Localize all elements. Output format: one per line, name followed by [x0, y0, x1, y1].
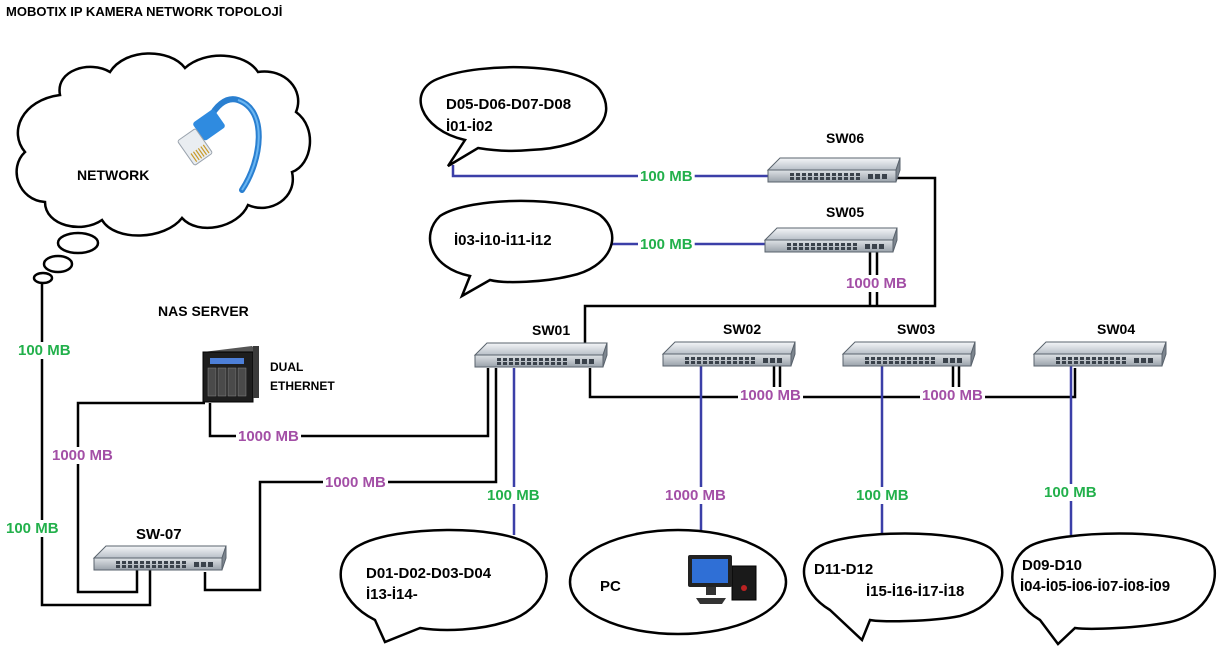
label-network-link: 100 MB: [18, 342, 71, 359]
bubble-sw04-line2: İ04-İ05-İ06-İ07-İ08-İ09: [1020, 578, 1170, 595]
label-sw06-link: 100 MB: [640, 168, 693, 185]
switch-sw07-label: SW-07: [136, 526, 182, 543]
bubble-pc: [568, 528, 788, 636]
label-backing: [16, 342, 73, 359]
bubble-sw06: [419, 65, 608, 168]
bubble-sw05: [428, 199, 614, 299]
switch-sw04: SW04: [1033, 321, 1167, 367]
link-nas-sw07: [76, 401, 205, 594]
link-sw01-sw06: [583, 176, 937, 343]
switch-sw01: SW01: [474, 322, 608, 368]
label-sw05-link: 100 MB: [640, 236, 693, 253]
switch-sw05-label: SW05: [826, 204, 864, 220]
label-sw02-down-link: 1000 MB: [665, 487, 726, 504]
link-sw06-cameras: [451, 165, 770, 178]
bubble-sw01-line2: İ13-İ14-: [366, 586, 418, 603]
switch-sw03-label: SW03: [897, 321, 935, 337]
link-sw07-sw01: [203, 368, 498, 592]
label-backing: [638, 236, 695, 253]
link-network-sw07: [40, 280, 152, 607]
label-sw07-network-link: 100 MB: [6, 520, 59, 537]
switch-sw06-label: SW06: [826, 130, 864, 146]
nas-server-icon: [202, 346, 259, 403]
bubble-sw03-line1: D11-D12: [814, 561, 873, 578]
label-sw02-sw03-link: 1000 MB: [740, 387, 801, 404]
label-nas-sw01-link: 1000 MB: [238, 428, 299, 445]
speech-bubbles: [339, 65, 1216, 646]
network-cloud: NETWORK: [15, 52, 312, 285]
bubble-sw04-line1: D09-D10: [1022, 557, 1082, 574]
label-nas-sw07-link: 1000 MB: [52, 447, 113, 464]
label-backing: [485, 487, 542, 504]
bubble-sw04: [1011, 532, 1216, 646]
label-backing: [638, 168, 695, 185]
label-backing: [854, 487, 911, 504]
nas-label: NAS SERVER: [158, 303, 249, 319]
label-backing: [236, 428, 302, 445]
dual-ethernet-line2: ETHERNET: [270, 379, 335, 393]
link-nas-sw01: [208, 368, 490, 438]
label-backing: [920, 387, 986, 404]
nas-server: NAS SERVER DUAL ETHERNET: [158, 303, 335, 403]
label-backing: [323, 474, 389, 491]
bubble-sw06-line2: İ01-İ02: [446, 118, 493, 135]
switch-sw06: SW06: [767, 130, 901, 183]
switch-sw05: SW05: [764, 204, 898, 253]
switch-sw01-label: SW01: [532, 322, 570, 338]
desktop-computer-icon: [688, 555, 757, 604]
switch-sw03: SW03: [842, 321, 976, 367]
bubble-sw05-line1: İ03-İ10-İ11-İ12: [454, 232, 552, 249]
bubble-sw03-line2: İ15-İ16-İ17-İ18: [866, 583, 964, 600]
switch-sw02-label: SW02: [723, 321, 761, 337]
label-sw01-down-link: 100 MB: [487, 487, 540, 504]
switch-sw04-label: SW04: [1097, 321, 1135, 337]
bubble-pc-label: PC: [600, 578, 621, 595]
label-sw05-uplink: 1000 MB: [846, 275, 907, 292]
bubble-sw01: [339, 528, 548, 644]
network-label: NETWORK: [77, 167, 149, 183]
link-backbone: [588, 368, 1077, 399]
bubble-sw01-line1: D01-D02-D03-D04: [366, 565, 492, 582]
ethernet-cable-icon: [177, 96, 262, 193]
label-backing: [4, 520, 61, 537]
label-sw03-down-link: 100 MB: [856, 487, 909, 504]
label-backing: [844, 275, 910, 292]
switch-sw02: SW02: [662, 321, 796, 367]
dual-ethernet-line1: DUAL: [270, 360, 303, 374]
label-sw07-sw01-link: 1000 MB: [325, 474, 386, 491]
label-backing: [1042, 484, 1099, 501]
page-title: MOBOTIX IP KAMERA NETWORK TOPOLOJİ: [6, 4, 282, 19]
label-backing: [738, 387, 804, 404]
label-sw04-down-link: 100 MB: [1044, 484, 1097, 501]
switch-sw07: SW-07: [93, 526, 227, 571]
label-backing: [50, 447, 116, 464]
label-backing: [663, 487, 729, 504]
link-labels: 100 MB 100 MB 1000 MB 100 MB 100 MB 1000…: [4, 168, 1099, 537]
bubble-sw03: [802, 532, 1004, 643]
label-sw03-sw04-link: 1000 MB: [922, 387, 983, 404]
bubble-sw06-line1: D05-D06-D07-D08: [446, 96, 571, 113]
